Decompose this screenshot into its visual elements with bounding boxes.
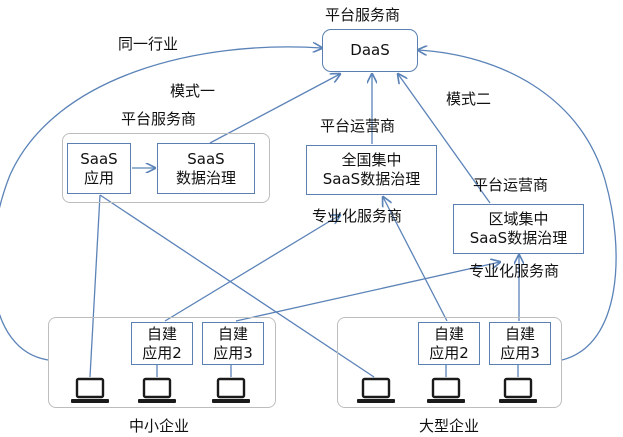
saas-app-line2: 应用 — [83, 168, 114, 187]
line-app-large-laptop — [99, 194, 375, 378]
laptop-icon — [71, 377, 109, 403]
group-left-provider — [62, 133, 270, 203]
saas-app-line1: SaaS — [80, 149, 118, 168]
laptop-icon — [357, 377, 395, 403]
sme-app3-line2: 应用3 — [213, 343, 253, 362]
laptop-icon — [138, 377, 176, 403]
national-governance-box: 全国集中 SaaS数据治理 — [306, 145, 437, 195]
line-smeapp2-national — [164, 215, 340, 322]
line-largeapp2-national — [383, 197, 448, 322]
sme-app2-line2: 应用2 — [142, 343, 182, 362]
daas-label: DaaS — [350, 41, 390, 59]
laptop-icon — [427, 377, 465, 403]
large-app3-line1: 自建 — [504, 324, 535, 343]
label-sme: 中小企业 — [129, 417, 190, 435]
curve-sme-to-daas — [0, 47, 322, 361]
laptop-icon — [212, 377, 250, 403]
label-same-industry: 同一行业 — [118, 35, 179, 53]
line-smeapp3-regional — [235, 262, 500, 322]
sme-selfbuilt-app2-box: 自建 应用2 — [131, 322, 193, 365]
national-line2: SaaS数据治理 — [322, 170, 421, 188]
label-mid-service: 专业化服务商 — [312, 207, 403, 225]
large-app2-line1: 自建 — [433, 324, 464, 343]
saas-governance-line1: SaaS — [187, 149, 225, 168]
large-app2-line2: 应用2 — [429, 343, 469, 362]
label-mode-one: 模式一 — [170, 82, 216, 100]
label-right-service: 专业化服务商 — [469, 262, 560, 280]
regional-governance-box: 区域集中 SaaS数据治理 — [453, 204, 584, 254]
line-saasgov-daas — [209, 74, 340, 144]
large-selfbuilt-app3-box: 自建 应用3 — [489, 322, 551, 365]
label-mode-two: 模式二 — [446, 90, 492, 108]
curve-large-to-daas — [418, 50, 617, 361]
sme-app2-line1: 自建 — [146, 324, 177, 343]
group-sme — [48, 317, 276, 408]
line-app-sme-laptop — [89, 194, 101, 378]
laptop-icon — [499, 377, 537, 403]
label-large: 大型企业 — [419, 417, 480, 435]
saas-app-box: SaaS 应用 — [67, 143, 131, 194]
saas-governance-box: SaaS 数据治理 — [157, 143, 255, 194]
label-mid-operator: 平台运营商 — [320, 117, 396, 135]
large-selfbuilt-app2-box: 自建 应用2 — [418, 322, 480, 365]
label-left-provider: 平台服务商 — [121, 110, 197, 128]
daas-box: DaaS — [322, 29, 418, 72]
sme-app3-line1: 自建 — [217, 324, 248, 343]
regional-line1: 区域集中 — [488, 210, 549, 228]
sme-selfbuilt-app3-box: 自建 应用3 — [202, 322, 264, 365]
group-large — [337, 317, 562, 408]
regional-line2: SaaS数据治理 — [469, 229, 568, 247]
saas-governance-line2: 数据治理 — [175, 168, 236, 187]
label-top-provider: 平台服务商 — [325, 6, 401, 24]
label-right-operator: 平台运营商 — [473, 176, 549, 194]
national-line1: 全国集中 — [341, 151, 402, 169]
large-app3-line2: 应用3 — [500, 343, 540, 362]
line-regional-daas — [398, 74, 491, 204]
